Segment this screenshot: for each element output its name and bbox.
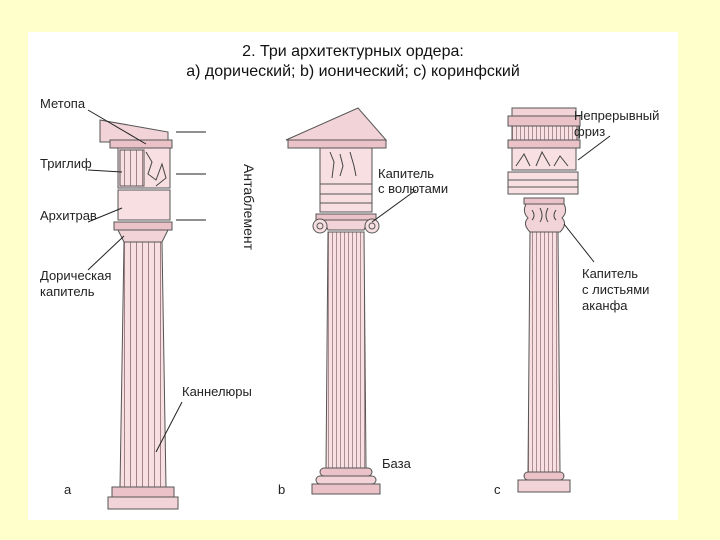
label-baza: База (382, 456, 411, 471)
ionic-echinus (323, 219, 369, 231)
doric-stylobate (111, 486, 175, 498)
ionic-shaft (325, 231, 367, 469)
label-corinth-capital-2: с листьями (582, 282, 650, 297)
doric-column (99, 119, 179, 510)
ionic-frieze-relief (329, 151, 357, 179)
corinthian-acroteria (511, 107, 577, 117)
ionic-frieze (319, 147, 373, 185)
ionic-column (285, 107, 388, 495)
corinthian-architrave (507, 171, 579, 195)
corinthian-frieze-relief (515, 150, 569, 167)
label-metopa: Метопа (40, 96, 86, 111)
label-entablature: Антаблемент (241, 164, 257, 251)
column-letter-a: a (64, 482, 72, 497)
corinthian-frieze (511, 147, 577, 171)
corinthian-abacus (523, 197, 565, 205)
doric-triglyph (119, 149, 145, 187)
orders-drawing (87, 107, 611, 510)
doric-architrave (117, 189, 171, 221)
label-doric-capital-2: капитель (40, 284, 95, 299)
label-kannelyury: Каннелюры (182, 384, 252, 399)
corinthian-capital (523, 203, 567, 233)
slide-title-line2: а) дорический; b) ионический; c) коринфс… (186, 63, 520, 80)
label-doric-capital-1: Дорическая (40, 268, 112, 283)
slide: 2. Три архитектурных ордера: а) дорическ… (28, 32, 678, 520)
corinthian-shaft (527, 231, 561, 473)
ionic-leaders (371, 189, 417, 223)
ionic-base-torus-2 (315, 475, 377, 485)
label-corinth-capital-1: Капитель (582, 266, 639, 281)
corinthian-leaders (563, 135, 611, 263)
ionic-volute-left (312, 218, 328, 234)
doric-metope-relief (145, 151, 167, 187)
label-ionic-capital-1: Капитель (378, 166, 435, 181)
slide-title-line1: 2. Три архитектурных ордера: (242, 43, 464, 60)
corinthian-dentils (511, 125, 579, 141)
label-arkhitrav: Архитрав (40, 208, 97, 223)
label-triglif: Триглиф (40, 156, 92, 171)
ionic-pediment (285, 107, 388, 141)
label-ionic-capital-2: с волютами (378, 181, 449, 196)
column-letter-b: b (278, 482, 286, 497)
corinthian-base-torus (523, 471, 565, 481)
corinthian-cornice (507, 139, 581, 149)
doric-abacus (113, 221, 173, 231)
doric-shaft (119, 241, 167, 488)
doric-leaders (87, 109, 206, 453)
ionic-cornice (287, 139, 387, 149)
ionic-volute-right (364, 218, 380, 234)
ionic-base-torus-1 (319, 467, 373, 477)
label-frieze-2: фриз (574, 124, 606, 139)
doric-echinus (117, 229, 169, 243)
column-letter-c: c (494, 482, 501, 497)
ionic-abacus (315, 213, 377, 221)
ionic-architrave (319, 183, 373, 213)
corinthian-plinth (517, 479, 571, 493)
corinthian-column (507, 107, 581, 493)
label-frieze-1: Непрерывный (574, 108, 660, 123)
corinthian-cornice-top (507, 115, 581, 127)
doric-base-step (107, 496, 179, 510)
ionic-plinth (311, 483, 381, 495)
label-corinth-capital-3: аканфа (582, 298, 628, 313)
